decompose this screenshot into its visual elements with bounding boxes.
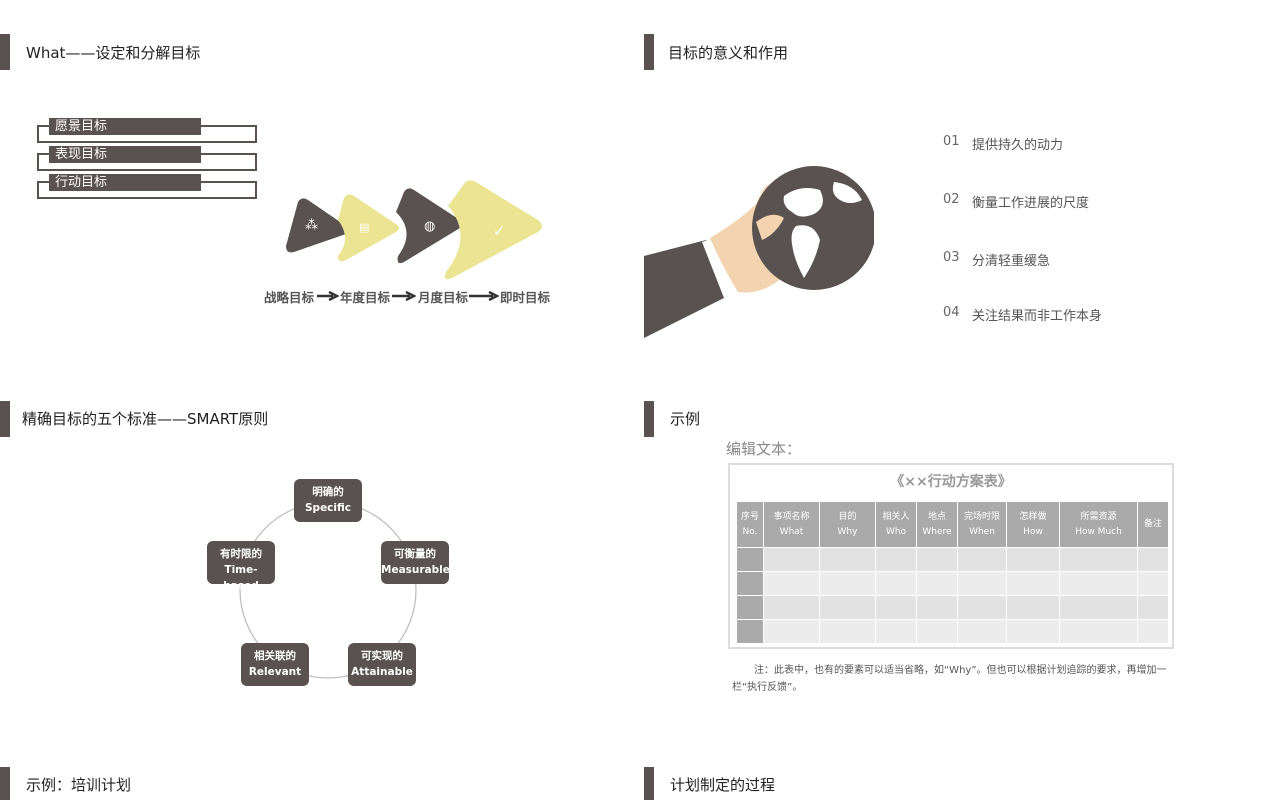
slide-title: 示例：培训计划 bbox=[26, 776, 132, 794]
goal-label-performance: 表现目标 bbox=[49, 146, 201, 163]
table-row bbox=[736, 595, 1169, 620]
arrow-right-icon bbox=[469, 291, 499, 301]
triangle-monthly bbox=[396, 188, 463, 264]
list-item-text: 分清轻重缓急 bbox=[972, 254, 1051, 269]
table-row bbox=[736, 547, 1169, 572]
smart-cn: 可衡量的 bbox=[394, 548, 436, 560]
list-number: 03 bbox=[943, 250, 960, 265]
goal-triangles-graphic bbox=[286, 180, 542, 280]
goal-label-action: 行动目标 bbox=[49, 174, 201, 191]
slide-title: 目标的意义和作用 bbox=[668, 44, 789, 62]
triangle-annual bbox=[338, 194, 399, 262]
slide-title: 示例 bbox=[670, 410, 701, 428]
list-number: 04 bbox=[943, 305, 960, 320]
smart-en: Measurable bbox=[381, 564, 450, 576]
slide-title: What——设定和分解目标 bbox=[26, 44, 201, 62]
table-title: 《××行动方案表》 bbox=[890, 474, 1012, 490]
list-item-text: 关注结果而非工作本身 bbox=[972, 309, 1103, 324]
smart-cn: 可实现的 bbox=[361, 650, 403, 662]
flow-label-monthly: 月度目标 bbox=[418, 290, 469, 305]
smart-attainable: 可实现的 Attainable bbox=[348, 643, 416, 686]
check-icon: ✓ bbox=[493, 222, 506, 240]
table-note: 注：此表中，也有的要素可以适当省略，如“Why”。但也可以根据计划追踪的要求，再… bbox=[732, 665, 1167, 693]
smart-en: Specific bbox=[304, 502, 352, 514]
title-accent-bar bbox=[0, 767, 10, 800]
header-remark: 备注 bbox=[1137, 501, 1169, 548]
title-accent-bar bbox=[644, 767, 654, 800]
arrow-right-icon bbox=[392, 291, 416, 301]
slide-planning-process[interactable]: 计划制定的过程 bbox=[644, 766, 1280, 800]
goal-label-vision: 愿景目标 bbox=[49, 118, 201, 135]
shirt-cuff bbox=[702, 238, 736, 298]
table-row bbox=[736, 619, 1169, 644]
slide-goal-meaning[interactable]: 目标的意义和作用 01 提供持久的动力 02 衡量工作进展的尺度 03 分清轻重… bbox=[644, 0, 1280, 400]
title-accent-bar bbox=[644, 34, 654, 70]
flow-label-annual: 年度目标 bbox=[340, 290, 391, 305]
smart-cn: 相关联的 bbox=[254, 650, 296, 662]
smart-en: Time-based bbox=[223, 564, 259, 592]
slide-training-plan[interactable]: 示例：培训计划 bbox=[0, 766, 640, 800]
list-item-text: 提供持久的动力 bbox=[972, 138, 1064, 153]
slide-title: 计划制定的过程 bbox=[670, 776, 776, 794]
hand-holding-globe-illustration bbox=[644, 166, 874, 338]
arrow-right-icon bbox=[317, 291, 339, 301]
suit-sleeve bbox=[644, 240, 728, 338]
globe-icon: ◍ bbox=[424, 219, 436, 234]
smart-measurable: 可衡量的 Measurable bbox=[381, 541, 450, 584]
smart-cn: 有时限的 bbox=[220, 548, 262, 560]
smart-cn: 明确的 bbox=[312, 486, 344, 498]
list-item-text: 衡量工作进展的尺度 bbox=[972, 196, 1090, 211]
flow-label-strategic: 战略目标 bbox=[264, 290, 315, 305]
triangle-strategy bbox=[286, 198, 349, 253]
table-row bbox=[736, 571, 1169, 596]
document-icon: ▤ bbox=[359, 221, 370, 234]
smart-time-based: 有时限的 Time-based bbox=[207, 541, 275, 592]
thumb bbox=[756, 214, 784, 240]
title-accent-bar bbox=[644, 401, 654, 437]
smart-relevant: 相关联的 Relevant bbox=[241, 643, 309, 686]
slide-title: 精确目标的五个标准——SMART原则 bbox=[22, 410, 269, 428]
smart-en: Relevant bbox=[248, 666, 302, 678]
list-number: 02 bbox=[943, 192, 960, 207]
list-number: 01 bbox=[943, 134, 960, 149]
edit-text-label: 编辑文本： bbox=[726, 440, 802, 458]
triangle-instant bbox=[444, 180, 542, 280]
water-drop-icon: ⁂ bbox=[305, 218, 318, 233]
smart-specific: 明确的 Specific bbox=[294, 479, 362, 522]
smart-en: Attainable bbox=[351, 666, 413, 678]
flow-label-instant: 即时目标 bbox=[500, 290, 551, 305]
continent bbox=[783, 182, 862, 278]
slide-smart-principle[interactable]: 精确目标的五个标准——SMART原则 明确的 Specific 可衡量的 Mea… bbox=[0, 400, 640, 766]
title-accent-bar bbox=[0, 34, 10, 70]
slide-set-and-decompose-goals[interactable]: What——设定和分解目标 愿景目标 表现目标 行动目标 ⁂ ▤ ◍ ✓ 战略目… bbox=[0, 0, 640, 400]
title-accent-bar bbox=[0, 401, 10, 437]
